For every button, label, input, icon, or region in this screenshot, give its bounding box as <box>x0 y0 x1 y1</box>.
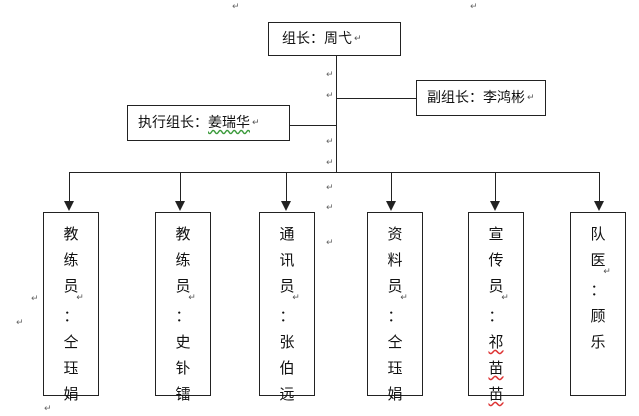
name-char: 史 <box>175 333 191 351</box>
paragraph-mark: ↵ <box>16 318 24 328</box>
role-char: 资 <box>387 225 403 243</box>
paragraph-mark: ↵ <box>188 293 196 303</box>
role-char: 教 <box>175 225 191 243</box>
name-char: 祁 <box>488 333 504 351</box>
leader-name: 周弋 <box>324 31 352 47</box>
paragraph-mark: ↵ <box>232 2 240 12</box>
paragraph-mark: ↵ <box>76 293 84 303</box>
trunk-line <box>336 56 337 173</box>
arrow-head <box>386 201 396 211</box>
name-char: 乐 <box>590 333 606 351</box>
paragraph-mark: ↵ <box>252 117 260 128</box>
role-char: 员 <box>387 277 403 295</box>
name-char: 张 <box>279 333 295 351</box>
role-char: 队 <box>590 225 606 243</box>
colon: ： <box>175 307 191 325</box>
role-char: 讯 <box>279 251 295 269</box>
name-char: 苗 <box>488 359 504 377</box>
paragraph-mark: ↵ <box>326 70 334 80</box>
name-char: 仝 <box>387 333 403 351</box>
colon: ： <box>279 307 295 325</box>
role-char: 员 <box>279 277 295 295</box>
role-char: 通 <box>279 225 295 243</box>
exec-name: 姜瑞华 <box>208 115 250 131</box>
role-char: 练 <box>175 251 191 269</box>
role-char: 宣 <box>488 225 504 243</box>
arrow-head <box>64 201 74 211</box>
member-box-coach-1: 教 练 员 ↵ ： 仝 珏 娟 <box>43 212 99 403</box>
name-char: 娟 <box>63 385 79 403</box>
name-char: 娟 <box>387 385 403 403</box>
drop-line <box>495 172 496 202</box>
paragraph-mark: ↵ <box>44 404 52 414</box>
role-char: 教 <box>63 225 79 243</box>
name-char: 伯 <box>279 359 295 377</box>
member-box-publicity: 宣 传 员 ↵ ： 祁 苗 苗 <box>468 212 524 403</box>
member-box-coach-2: 教 练 员 ↵ ： 史 钋 镭 <box>155 212 211 403</box>
paragraph-mark: ↵ <box>326 158 334 168</box>
role-char: 员 <box>63 277 79 295</box>
paragraph-mark: ↵ <box>292 293 300 303</box>
paragraph-mark: ↵ <box>326 137 334 147</box>
role-char: 医 <box>590 251 606 269</box>
leader-label: 组长： <box>282 31 324 47</box>
drop-line <box>391 172 392 202</box>
drop-line <box>286 172 287 202</box>
paragraph-mark: ↵ <box>326 91 334 101</box>
name-char: 苗 <box>488 385 504 403</box>
drop-line <box>69 172 70 202</box>
colon: ： <box>63 307 79 325</box>
paragraph-mark: ↵ <box>326 183 334 193</box>
executive-leader-box: 执行组长： 姜瑞华 ↵ <box>127 105 290 141</box>
arrow-head <box>281 201 291 211</box>
arrow-head <box>594 201 604 211</box>
name-char: 镭 <box>175 385 191 403</box>
paragraph-mark: ↵ <box>326 203 334 213</box>
arrow-head <box>175 201 185 211</box>
paragraph-mark: ↵ <box>470 2 478 12</box>
leader-box: 组长： 周弋 ↵ <box>268 22 401 56</box>
paragraph-mark: ↵ <box>501 293 509 303</box>
name-char: 珏 <box>63 359 79 377</box>
name-char: 珏 <box>387 359 403 377</box>
member-box-team-doctor: 队 医 ↵ ： 顾 乐 <box>570 212 626 396</box>
member-box-communications: 通 讯 员 ↵ ： 张 伯 远 <box>259 212 315 403</box>
exec-label: 执行组长： <box>138 115 208 131</box>
member-box-records: 资 料 员 ↵ ： 仝 珏 娟 <box>367 212 423 403</box>
colon: ： <box>488 307 504 325</box>
role-char: 练 <box>63 251 79 269</box>
name-char: 远 <box>279 385 295 403</box>
colon: ： <box>590 281 606 299</box>
paragraph-mark: ↵ <box>603 267 611 277</box>
drop-line <box>180 172 181 202</box>
paragraph-mark: ↵ <box>31 294 39 304</box>
deputy-connector <box>336 98 416 99</box>
name-char: 钋 <box>175 359 191 377</box>
deputy-leader-box: 副组长： 李鸿彬 ↵ <box>416 80 546 116</box>
drop-line <box>599 172 600 202</box>
arrow-head <box>490 201 500 211</box>
paragraph-mark: ↵ <box>354 33 362 44</box>
exec-connector <box>290 125 336 126</box>
role-char: 传 <box>488 251 504 269</box>
role-char: 料 <box>387 251 403 269</box>
name-char: 仝 <box>63 333 79 351</box>
name-char: 顾 <box>590 307 606 325</box>
role-char: 员 <box>488 277 504 295</box>
paragraph-mark: ↵ <box>527 92 535 103</box>
horizontal-bus <box>69 172 600 173</box>
paragraph-mark: ↵ <box>326 238 334 248</box>
colon: ： <box>387 307 403 325</box>
deputy-label: 副组长： <box>427 90 483 106</box>
deputy-name: 李鸿彬 <box>483 90 525 106</box>
paragraph-mark: ↵ <box>400 293 408 303</box>
role-char: 员 <box>175 277 191 295</box>
